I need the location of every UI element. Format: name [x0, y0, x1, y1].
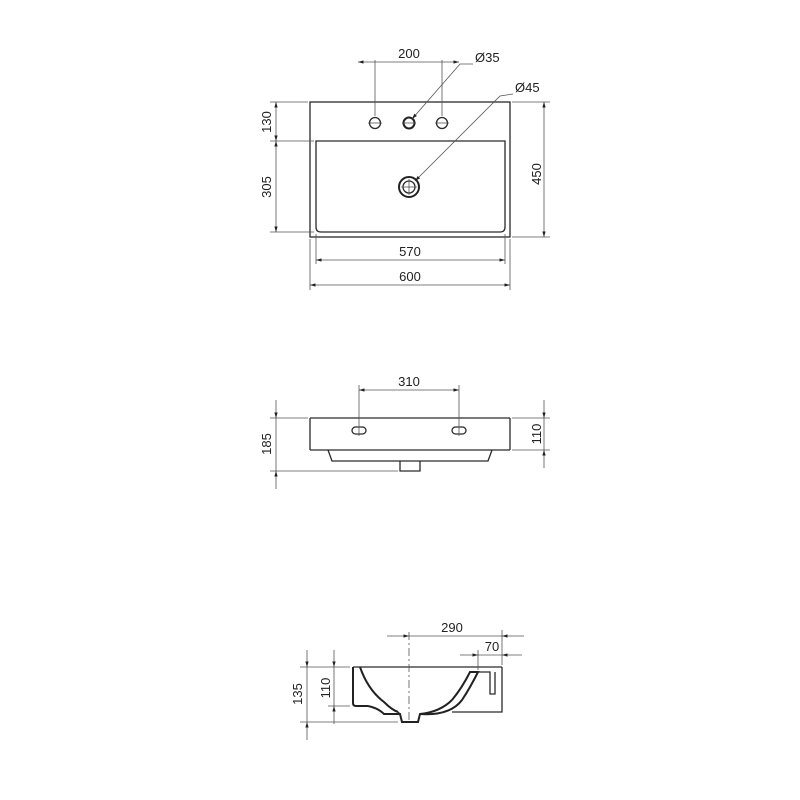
dim-total-width: 600	[399, 269, 421, 284]
dim-outer-height: 135	[290, 683, 305, 705]
top-view: 200 Ø35 Ø45 130 305 450 570 600	[259, 46, 550, 290]
dim-hole-diameter: Ø35	[475, 50, 500, 65]
front-view: 310 185 110	[259, 374, 550, 489]
drain-outlet-front	[399, 461, 421, 472]
dim-hole-spacing: 200	[398, 46, 420, 61]
overflow-hole-left	[351, 425, 367, 436]
dim-bowl-width: 570	[399, 244, 421, 259]
dim-rim-width: 70	[485, 639, 499, 654]
dim-back-depth: 130	[259, 111, 274, 133]
tap-hole-left	[368, 116, 382, 130]
tap-hole-center	[402, 116, 416, 130]
dim-bowl-depth: 305	[259, 176, 274, 198]
side-section-view: 290 70 135 110	[290, 620, 524, 740]
section-right-wall	[419, 671, 480, 716]
section-left-wall-inner	[359, 666, 399, 713]
basin-outline-top	[309, 101, 511, 238]
dim-drain-diameter: Ø45	[515, 80, 540, 95]
tap-hole-right	[435, 116, 449, 130]
overflow-hole-right	[451, 425, 467, 436]
section-bottom	[367, 699, 453, 723]
dim-drain-offset: 290	[441, 620, 463, 635]
dim-total-depth: 450	[529, 163, 544, 185]
drain-top	[398, 176, 420, 198]
dim-inner-height: 110	[318, 678, 333, 699]
bowl-bottom-front	[327, 449, 493, 462]
dim-overflow-spacing: 310	[398, 374, 420, 389]
bowl-outline-top	[315, 140, 506, 233]
dim-body-height: 110	[529, 424, 544, 445]
dim-total-height: 185	[259, 433, 274, 455]
section-overflow-channel	[478, 671, 496, 695]
section-left-wall-outer	[352, 667, 368, 707]
